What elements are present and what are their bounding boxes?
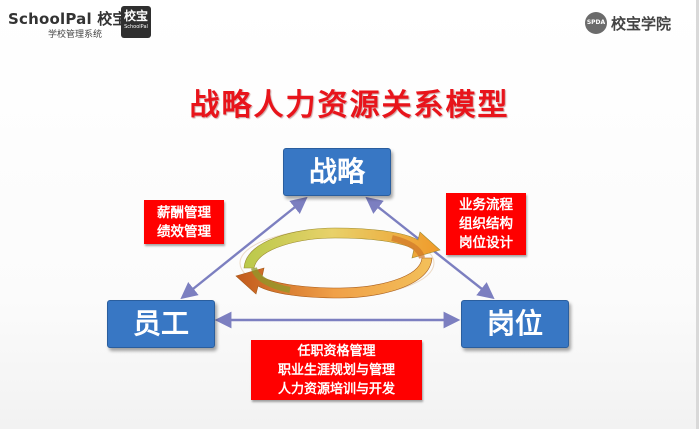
badge-sub-text: SchoolPal xyxy=(124,24,148,30)
box-right-line: 岗位设计 xyxy=(459,235,513,251)
academy-name: 校宝学院 xyxy=(611,15,672,33)
node-post: 岗位 xyxy=(461,300,569,348)
badge-main-text: 校宝 xyxy=(123,9,148,23)
box-bottom-line: 任职资格管理 xyxy=(297,344,376,359)
box-left-line: 绩效管理 xyxy=(157,224,211,240)
brand-subtitle: 学校管理系统 xyxy=(48,30,103,40)
cycle-ring-icon xyxy=(235,227,441,299)
box-right-line: 业务流程 xyxy=(459,197,513,213)
brand-text: SchoolPal 校宝 xyxy=(8,10,128,28)
node-staff: 员工 xyxy=(107,300,215,348)
box-compensation-performance: 薪酬管理 绩效管理 xyxy=(144,200,224,244)
connector-strategy-staff xyxy=(180,196,308,300)
box-left-line: 薪酬管理 xyxy=(157,205,211,221)
box-right-line: 组织结构 xyxy=(459,216,513,232)
box-process-structure-design: 业务流程 组织结构 岗位设计 xyxy=(446,193,526,255)
box-qualification-career-training: 任职资格管理 职业生涯规划与管理 人力资源培训与开发 xyxy=(251,340,422,400)
box-bottom-line: 职业生涯规划与管理 xyxy=(277,363,395,378)
brand-badge-icon: 校宝 SchoolPal xyxy=(121,6,151,38)
slide-title: 战略人力资源关系模型 xyxy=(189,88,510,123)
box-bottom-line: 人力资源培训与开发 xyxy=(277,382,395,397)
spda-circle-icon: SPDA xyxy=(585,12,607,34)
node-strategy: 战略 xyxy=(283,148,391,196)
